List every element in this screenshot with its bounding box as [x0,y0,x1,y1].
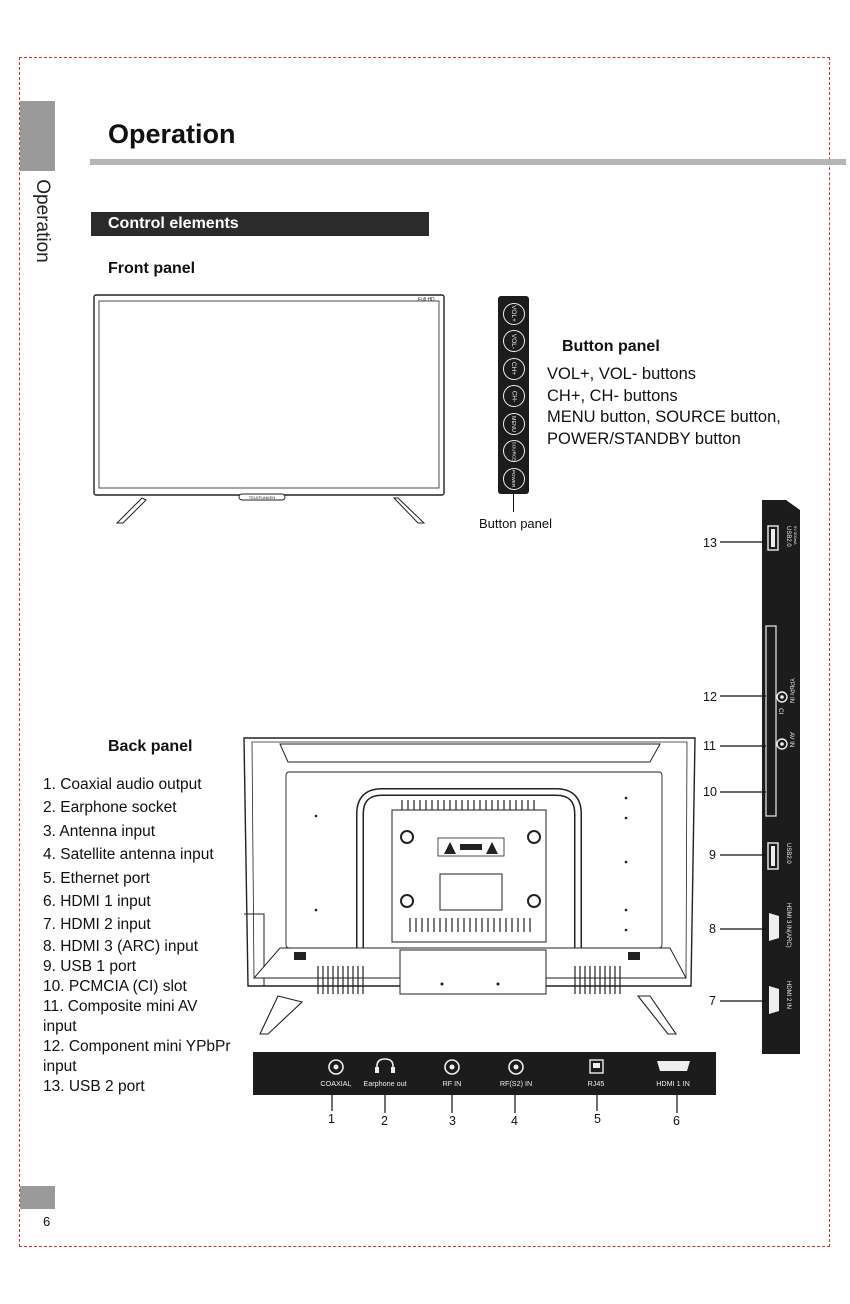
usb1-label: USB2.0 [785,843,791,864]
callout-number: 3 [449,1114,456,1128]
rj45-port-icon [589,1059,604,1074]
side-tab-marker [20,101,55,171]
list-item: 5. Ethernet port [43,869,150,887]
list-item: 10. PCMCIA (CI) slot [43,977,187,995]
callout-number: 5 [594,1112,601,1126]
button-panel-heading: Button panel [562,338,660,355]
list-item: input [43,1017,77,1035]
callout-number: 13 [703,536,717,550]
hdmi-port-icon [657,1061,690,1071]
button-list: VOL+ VOL- CH+ CH- MENU SOURCE POWER [502,300,525,493]
list-item: 6. HDMI 1 input [43,893,151,911]
page-frame [19,57,830,1247]
page-tab-marker [20,1186,55,1209]
hdmi2-label: HDMI 2 IN [785,981,791,1009]
usb2-power-label: 5V 500mA [793,526,798,545]
ypbpr-label: YPbPr IN [788,678,794,703]
usb2-label: USB2.0 [785,526,791,547]
full-hd-badge: Full HD [418,297,435,303]
callout-number: 7 [709,994,716,1008]
button-panel-caption: Button panel [479,516,553,531]
rf-s2-port-icon [508,1059,524,1075]
ci-label: CI [777,708,784,715]
list-item: 2. Earphone socket [43,799,177,817]
headphone-icon [375,1058,395,1073]
power-button[interactable]: POWER [502,465,525,493]
earphone-port-label: Earphone out [363,1079,407,1088]
callout-number: 10 [703,785,717,799]
list-item: 13. USB 2 port [43,1077,145,1095]
ci-slot [765,625,777,817]
desc-line: CH+, CH- buttons [547,386,678,405]
callout-number: 1 [328,1112,335,1126]
callout-number: 4 [511,1114,518,1128]
coaxial-port-icon [328,1059,344,1075]
ch-plus-button[interactable]: CH+ [502,355,525,383]
av-in-label: AV IN [788,732,794,747]
bottom-port-icons [328,1058,690,1075]
rj45-port-label: RJ45 [587,1079,605,1088]
callout-number: 12 [703,690,717,704]
usb1-port-icon [767,842,779,870]
ch-minus-button[interactable]: CH- [502,383,525,411]
vol-plus-button[interactable]: VOL+ [502,300,525,328]
menu-button[interactable]: MENU [502,410,525,438]
callout-number: 6 [673,1114,680,1128]
back-panel-heading: Back panel [108,738,193,755]
list-item: 4. Satellite antenna input [43,846,214,864]
button-panel-description: VOL+, VOL- buttons CH+, CH- buttons MENU… [547,364,781,450]
callout-number: 2 [381,1114,388,1128]
callout-number: 11 [703,739,716,753]
list-item: 1. Coaxial audio output [43,776,202,793]
desc-line: MENU button, SOURCE button, [547,408,781,426]
button-panel-leader [513,494,515,512]
vol-minus-button[interactable]: VOL- [502,328,525,356]
side-leader-lines [720,541,766,1002]
list-item: input [43,1057,77,1075]
tv-logo: TELEFUNKEN [249,495,276,500]
section-header: Control elements [91,212,429,236]
title-rule [90,159,846,165]
page-number: 6 [43,1214,51,1229]
bottom-leader-lines [331,1095,678,1113]
button-panel-strip: VOL+ VOL- CH+ CH- MENU SOURCE POWER [498,296,529,494]
list-item: 9. USB 1 port [43,957,137,975]
callout-number: 9 [709,848,716,862]
desc-line: VOL+, VOL- buttons [547,365,697,383]
ypbpr-port-icon [776,691,788,703]
hdmi3-label: HDMI 3 IN(ARC) [785,903,791,948]
side-port-strip: USB2.0 5V 500mA YPbPr IN CI AV IN USB2.0… [762,500,800,1054]
list-item: 11. Composite mini AV [43,997,198,1015]
bottom-port-strip: COAXIAL Earphone out RF IN RF(S2) IN RJ4… [253,1052,716,1095]
desc-line: POWER/STANDBY button [547,429,741,448]
rf-s2-port-label: RF(S2) IN [499,1079,533,1088]
source-button[interactable]: SOURCE [502,438,525,466]
av-in-port-icon [776,738,788,750]
page-title: Operation [108,119,236,149]
usb2-port-icon [767,525,779,551]
rf-in-port-icon [444,1059,460,1075]
list-item: 12. Component mini YPbPr [43,1037,231,1055]
callout-number: 8 [709,922,716,936]
side-label: Operation [32,179,53,263]
list-item: 8. HDMI 3 (ARC) input [43,937,199,955]
rf-in-port-label: RF IN [442,1079,462,1088]
list-item: 3. Antenna input [43,822,156,840]
list-item: 7. HDMI 2 input [43,916,151,934]
front-panel-heading: Front panel [108,260,196,277]
back-panel-list: 1. Coaxial audio output 2. Earphone sock… [43,773,231,1097]
coaxial-port-label: COAXIAL [320,1079,352,1088]
hdmi2-port-icon [769,986,779,1014]
hdmi1-port-label: HDMI 1 IN [656,1079,690,1088]
hdmi3-port-icon [769,913,779,941]
tv-back-illustration [243,737,696,1035]
tv-front-illustration: Full HD TELEFUNKEN [93,294,445,524]
